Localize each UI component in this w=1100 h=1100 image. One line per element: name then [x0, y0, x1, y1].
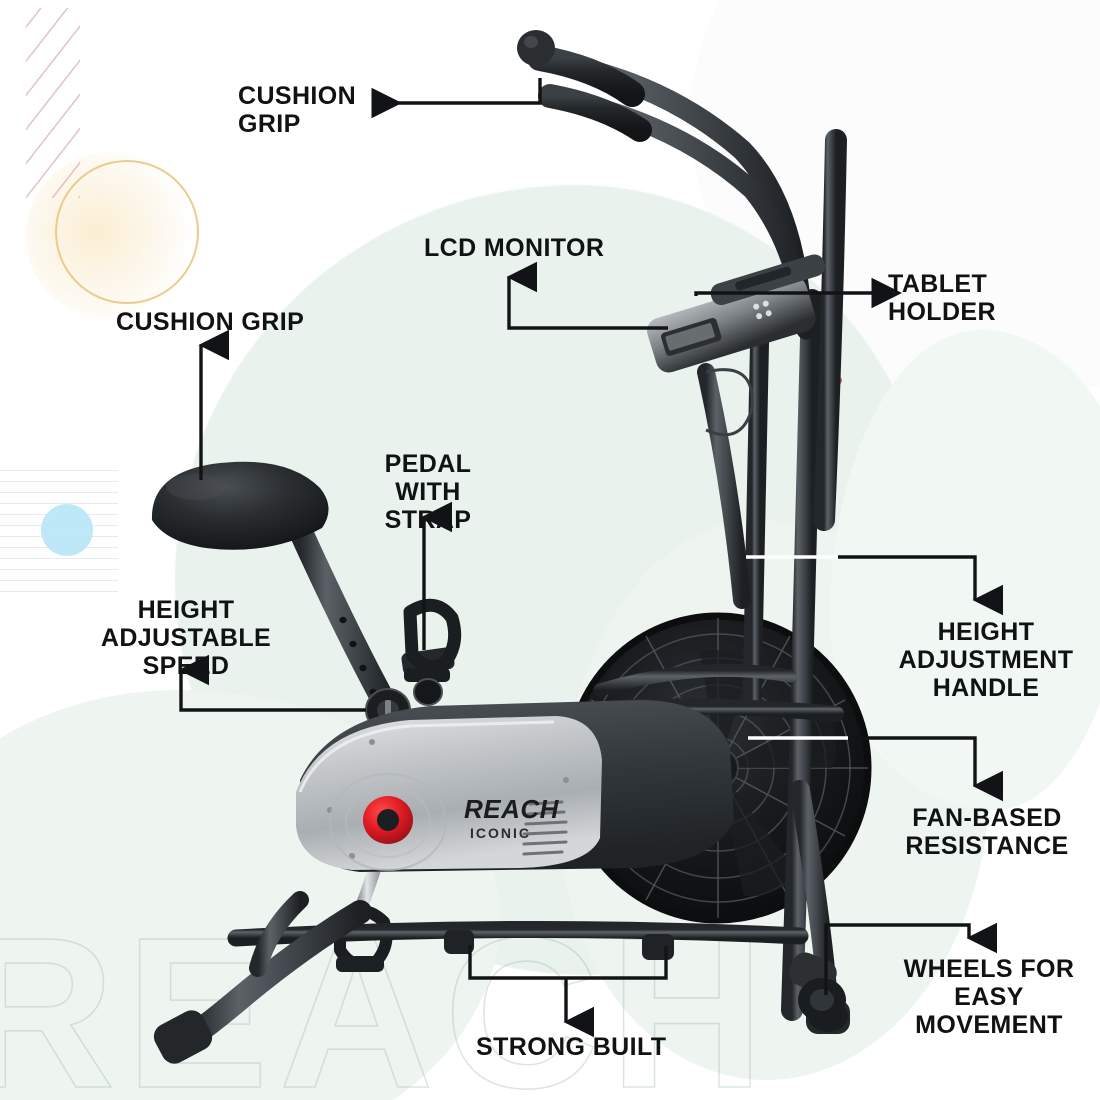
cushion-grip-foam-lower: [538, 84, 652, 142]
callout-cushion-grip-left: CUSHION GRIP: [116, 308, 305, 336]
base-frame: [153, 891, 846, 1064]
callout-cushion-grip-top: CUSHION GRIP: [238, 82, 357, 138]
brand-badge-reach: REACH: [464, 794, 560, 824]
mid-foot-left: [444, 930, 474, 954]
callout-height-adjustable-speed: HEIGHT ADJUSTABLE SPEED: [100, 596, 272, 680]
callout-wheels-for-easy-movement: WHEELS FOR EASY MOVEMENT: [903, 955, 1075, 1039]
mid-foot-right: [642, 934, 674, 960]
pedal-with-strap: [401, 598, 462, 706]
saddle-cushion: [151, 461, 329, 550]
brand-badge-iconic: ICONIC: [470, 825, 531, 841]
front-foot-end-cap: [153, 1010, 213, 1064]
callout-lcd-monitor: LCD MONITOR: [424, 234, 605, 262]
handlebar-end-cap: [517, 30, 555, 66]
main-body-shroud: REACH ICONIC: [296, 700, 734, 872]
lcd-monitor: [647, 276, 816, 373]
callout-strong-built: STRONG BUILT: [476, 1033, 667, 1061]
brand-badge: REACH ICONIC: [464, 794, 560, 841]
cushion-grip-foam-upper: [527, 45, 645, 107]
vent-slots: [522, 800, 568, 856]
callout-height-adjustment-handle: HEIGHT ADJUSTMENT HANDLE: [898, 618, 1074, 702]
callout-pedal-with-strap: PEDAL WITH STRAP: [384, 450, 472, 534]
lcd-buttons: [753, 300, 772, 320]
toe-strap: [403, 598, 462, 673]
panel-screws: [327, 739, 569, 859]
callout-tablet-holder: TABLET HOLDER: [888, 270, 996, 326]
callout-fan-based-resistance: FAN-BASED RESISTANCE: [905, 804, 1069, 860]
